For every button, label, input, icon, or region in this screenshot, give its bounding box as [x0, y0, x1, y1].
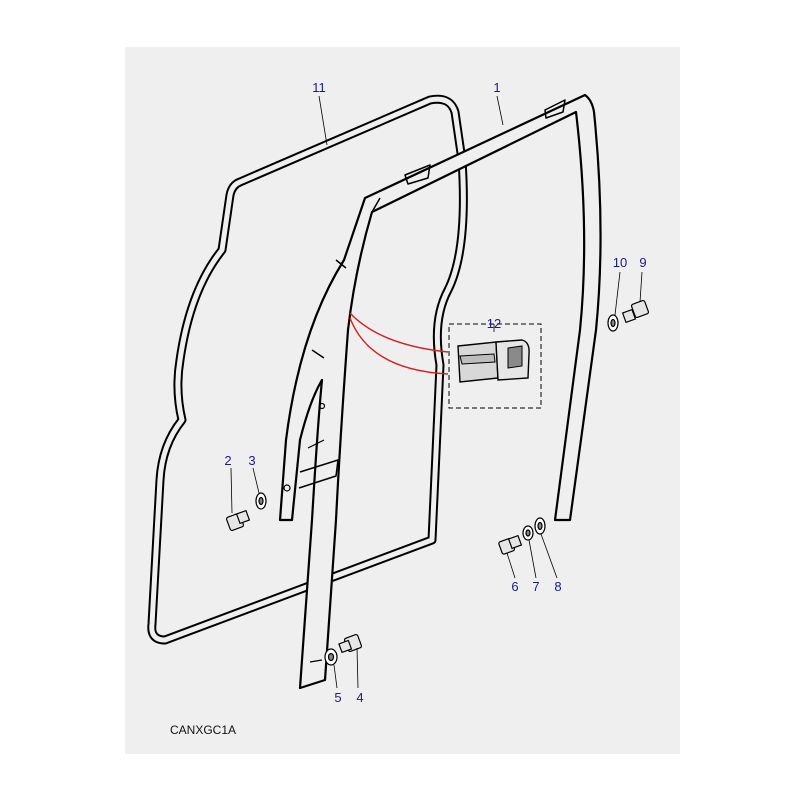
part-5-washer — [324, 648, 338, 666]
part-2-bolt — [225, 509, 251, 532]
callout-6: 6 — [511, 579, 518, 594]
part-4-bolt — [338, 633, 363, 654]
callout-11: 11 — [312, 80, 326, 95]
callout-8: 8 — [554, 579, 561, 594]
part-12-clip-inset — [448, 323, 542, 409]
callout-1: 1 — [493, 80, 500, 95]
part-3-washer — [255, 492, 267, 510]
highlight-leader-lines — [349, 312, 449, 375]
callout-2: 2 — [224, 453, 231, 468]
part-1-glass-channel — [278, 93, 602, 690]
callout-12: 12 — [487, 316, 501, 331]
part-8-washer — [534, 517, 546, 535]
part-10-washer — [607, 314, 619, 332]
drawing-code: CANXGC1A — [170, 723, 236, 737]
callout-5: 5 — [334, 690, 341, 705]
part-7-washer — [522, 525, 534, 541]
callout-4: 4 — [356, 690, 363, 705]
callout-7: 7 — [532, 579, 539, 594]
part-11-door-seal — [147, 94, 468, 645]
part-6-bolt — [498, 534, 523, 555]
part-9-bolt — [621, 299, 650, 324]
callout-leader-lines — [230, 95, 643, 689]
callout-10: 10 — [613, 255, 627, 270]
callout-9: 9 — [639, 255, 646, 270]
callout-3: 3 — [248, 453, 255, 468]
